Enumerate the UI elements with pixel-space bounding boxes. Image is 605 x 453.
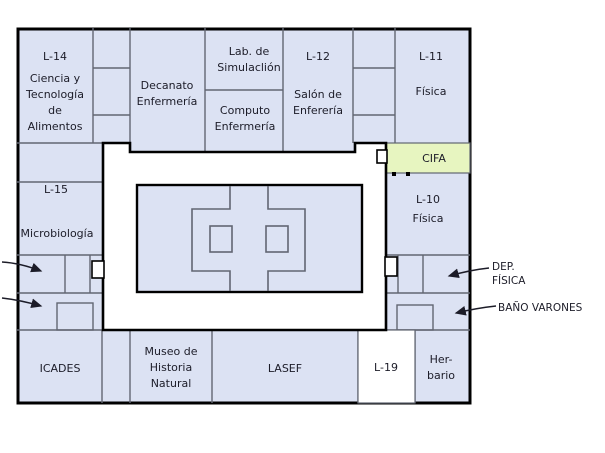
l19-room	[357, 329, 416, 404]
courtyard-structure-detail	[191, 186, 306, 291]
pointer-arrows	[1, 261, 497, 316]
cifa-room	[385, 142, 471, 174]
door-notches	[91, 149, 398, 279]
door-dots	[392, 172, 410, 176]
courtyard-structure	[135, 183, 364, 294]
